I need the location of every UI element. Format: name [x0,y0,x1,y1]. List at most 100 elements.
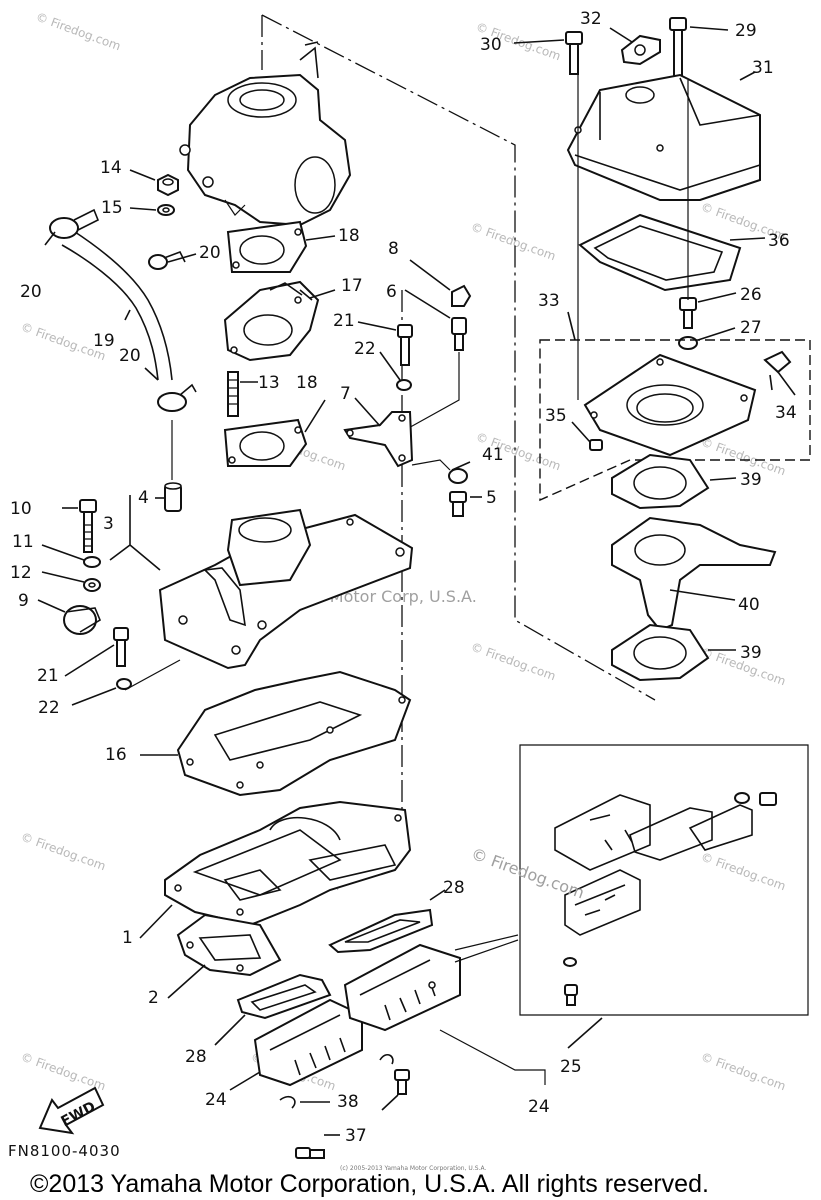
washer-22-lower [71,659,181,706]
nut [129,169,179,197]
watermark: © Firedog.com [699,850,788,894]
label-18-lower: 18 [296,373,318,393]
watermark: © Firedog.com [469,640,558,684]
bolt-long [62,499,97,553]
hose [61,229,173,381]
label-2: 2 [148,988,159,1008]
gasket-28-left [214,973,332,1046]
clamp-9 [37,599,102,635]
clamp-lower [144,367,197,412]
fwd-arrow-icon: FWD [38,1086,105,1135]
clamp-center [148,250,197,270]
reed-housing [139,800,412,939]
label-20-center: 20 [199,243,221,263]
label-20-lower: 20 [119,346,141,366]
label-40: 40 [738,595,760,615]
label-21-upper: 21 [333,311,355,331]
label-12: 12 [10,563,32,583]
stopper-lower [279,1095,330,1109]
washer-27 [678,327,736,350]
bolt-21-lower [64,627,129,677]
bolt-30 [513,31,583,75]
label-31: 31 [752,58,774,78]
label-24-right: 24 [528,1097,550,1117]
adapter-plate [611,516,777,632]
manifold-gasket [140,670,412,797]
label-28-left: 28 [185,1047,207,1067]
label-10: 10 [10,499,32,519]
detail-box [454,744,809,1049]
copyright-notice: ©2013 Yamaha Motor Corporation, U.S.A. A… [30,1170,709,1198]
label-9: 9 [18,591,29,611]
gasket-lower [223,399,326,467]
screw-35 [571,421,603,451]
label-11: 11 [12,532,34,552]
label-4: 4 [138,488,149,508]
dashed-group [539,70,811,502]
label-6: 6 [386,282,397,302]
washer-22-upper [379,351,412,391]
fitting-34 [763,350,796,396]
label-7: 7 [340,384,351,404]
label-8: 8 [388,239,399,259]
label-17: 17 [341,276,363,296]
washer-11 [41,544,101,568]
air-box-cover [566,71,761,201]
fitting-32 [609,27,661,66]
label-25: 25 [560,1057,582,1077]
collar [155,420,182,512]
label-37: 37 [345,1126,367,1146]
watermark: © Firedog.com [19,830,108,874]
label-27: 27 [740,318,762,338]
label-5: 5 [486,488,497,508]
label-1: 1 [122,928,133,948]
small-copyright: (c) 2005-2013 Yamaha Motor Corporation, … [340,1165,486,1172]
bolt-21-upper [357,321,413,366]
label-41: 41 [482,445,504,465]
reed-valve-right [343,943,546,1085]
intake-manifold [109,495,414,670]
label-29: 29 [735,21,757,41]
plug [449,491,482,517]
label-3: 3 [103,514,114,534]
bolt-29 [669,17,729,79]
label-26: 26 [740,285,762,305]
label-33: 33 [538,291,560,311]
inline-watermark: © Firedog.com [469,844,587,903]
label-36: 36 [768,231,790,251]
label-32: 32 [580,9,602,29]
watermark: © Firedog.com [19,1050,108,1094]
part-labels: 1 2 3 4 5 6 7 8 9 10 11 12 13 14 15 16 1… [10,9,797,1146]
grommet [411,459,471,484]
reed-valve-left [229,998,363,1091]
stud [227,371,258,417]
label-39-upper: 39 [740,470,762,490]
gasket-28-right [328,889,446,954]
label-14: 14 [100,158,122,178]
watermark: © Firedog.com [699,1050,788,1094]
gasket-39-lower [611,623,736,682]
label-20-left: 20 [20,282,42,302]
label-15: 15 [101,198,123,218]
watermark: © Firedog.com [34,10,123,54]
watermark: © Firedog.com [469,220,558,264]
figure-code: FN8100-4030 [8,1142,121,1160]
gasket-39-upper [611,453,737,510]
screw-upper [381,1069,410,1111]
cap [409,259,472,307]
label-16: 16 [105,745,127,765]
label-28-right: 28 [443,878,465,898]
label-38: 38 [337,1092,359,1112]
washer-12 [41,571,101,592]
washer-upper [129,204,175,216]
bracket [343,397,414,468]
label-18-upper: 18 [338,226,360,246]
label-13: 13 [258,373,280,393]
stopper-upper [379,1053,394,1065]
label-24-left: 24 [205,1090,227,1110]
screw-lower [295,1134,340,1159]
reed-gasket-left [167,913,282,999]
air-box-gasket [578,213,766,292]
label-30: 30 [480,35,502,55]
